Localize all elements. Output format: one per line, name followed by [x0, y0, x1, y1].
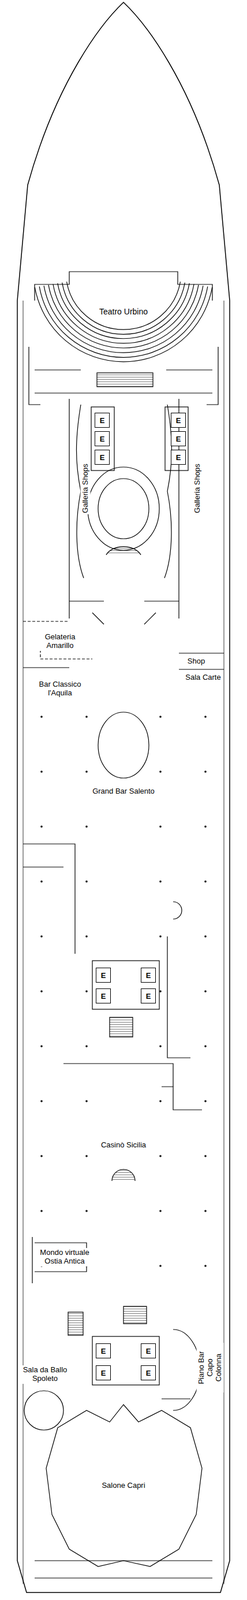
galleria-atrium	[69, 398, 189, 618]
column-dot	[85, 1043, 88, 1046]
column-dot	[204, 824, 207, 827]
room-label: Grand Bar Salento	[91, 785, 156, 796]
elevator-box: E	[95, 986, 111, 1002]
column-dot	[40, 1043, 43, 1046]
column-dot	[85, 714, 88, 717]
elevator-letter: E	[146, 1345, 152, 1353]
column-dot	[85, 933, 88, 937]
elevator-box: E	[94, 412, 110, 428]
column-dot	[204, 988, 207, 991]
elevator-letter: E	[100, 990, 107, 999]
elevator-letter: E	[146, 970, 152, 978]
elevator-box: E	[170, 448, 186, 464]
room-label: Salone Capri	[100, 1478, 147, 1489]
elevator-box: E	[140, 1341, 156, 1357]
column-dot	[204, 769, 207, 772]
elevator-letter: E	[146, 990, 152, 999]
column-dot	[40, 824, 43, 827]
column-dot	[85, 769, 88, 772]
room-label: Mondo virtuale Ostia Antica	[35, 1245, 94, 1265]
column-dot	[159, 824, 162, 827]
elevator-letter: E	[176, 416, 182, 424]
column-dot	[85, 1207, 88, 1211]
room-label: Shop	[186, 655, 207, 666]
room-label: Gelateria Amarillo	[36, 631, 84, 650]
elevator-letter: E	[100, 970, 107, 978]
elevator-letter: E	[100, 1345, 107, 1353]
column-dots	[40, 714, 207, 1266]
room-label: Bar Classico l'Aquila	[35, 678, 85, 698]
seat-row	[39, 286, 208, 358]
room-label: Teatro Urbino	[98, 305, 149, 317]
stage-stairs	[28, 346, 219, 404]
room-label: Casinò Sicilia	[99, 1138, 148, 1149]
seat-row	[48, 284, 199, 348]
column-dot	[85, 824, 88, 827]
column-dot	[85, 1098, 88, 1101]
room-walls	[23, 611, 224, 1576]
column-dot	[85, 878, 88, 882]
elevator-box: E	[95, 1363, 111, 1379]
seat-row	[34, 286, 212, 362]
elevator-box: E	[94, 448, 110, 464]
column-dot	[40, 933, 43, 937]
column-dot	[204, 933, 207, 937]
hull-outline	[17, 2, 230, 1590]
column-dot	[159, 988, 162, 991]
elevator-box: E	[94, 430, 110, 446]
column-dot	[159, 1207, 162, 1211]
seat-row	[53, 283, 194, 343]
column-dot	[40, 1153, 43, 1156]
column-dot	[159, 1043, 162, 1046]
elevator-box: E	[170, 412, 186, 428]
room-label: Piano Bar Capo Colonna	[196, 1340, 224, 1391]
elevator-box: E	[170, 430, 186, 446]
column-dot	[204, 1043, 207, 1046]
elevator-box: E	[95, 1341, 111, 1357]
column-dot	[159, 769, 162, 772]
elevator-letter: E	[99, 453, 106, 461]
column-dot	[85, 1153, 88, 1156]
column-dot	[40, 1207, 43, 1211]
elevator-box: E	[140, 966, 156, 982]
column-dot	[85, 988, 88, 991]
column-dot	[204, 1207, 207, 1211]
column-dot	[40, 878, 43, 882]
column-dot	[40, 714, 43, 717]
room-label: Sala da Ballo Spoleto	[20, 1363, 70, 1382]
column-dot	[204, 1098, 207, 1101]
column-dot	[40, 988, 43, 991]
column-dot	[40, 1098, 43, 1101]
room-label: Galleria Shops	[80, 461, 91, 514]
column-dot	[159, 1098, 162, 1101]
elevator-box: E	[140, 986, 156, 1002]
column-dot	[40, 769, 43, 772]
room-label: Sala Carte	[184, 671, 222, 682]
elevator-box: E	[95, 966, 111, 982]
elevator-letter: E	[100, 1367, 107, 1375]
column-dot	[159, 1153, 162, 1156]
elevator-letter: E	[99, 434, 106, 443]
column-dot	[159, 1262, 162, 1266]
elevator-letter: E	[176, 453, 182, 461]
seat-row	[62, 282, 186, 334]
elevator-letter: E	[146, 1367, 152, 1375]
room-label: Galleria Shops	[192, 461, 203, 514]
column-dot	[204, 1153, 207, 1156]
column-dot	[159, 933, 162, 937]
column-dot	[204, 1262, 207, 1266]
column-dot	[204, 714, 207, 717]
seat-row	[66, 281, 181, 329]
elevator-letter: E	[99, 416, 106, 424]
column-dot	[159, 714, 162, 717]
elevator-box: E	[140, 1363, 156, 1379]
elevator-letter: E	[176, 434, 182, 443]
theater-seating	[34, 281, 212, 361]
column-dot	[159, 878, 162, 882]
seat-row	[57, 282, 190, 339]
column-dot	[204, 878, 207, 882]
